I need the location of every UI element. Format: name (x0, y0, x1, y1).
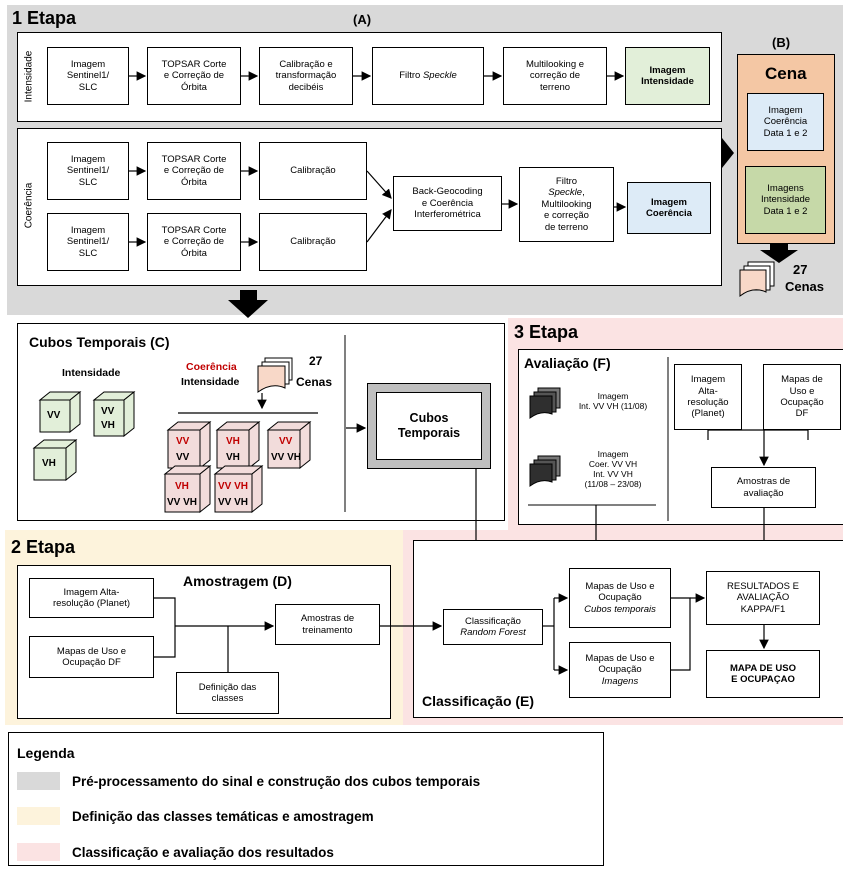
pink-cube-2-bottom: VH (226, 452, 240, 463)
intensity-step-topsar: TOPSAR Corte e Correção de Órbita (147, 47, 241, 105)
imagem-intensidade-box: Imagem Intensidade (625, 47, 710, 105)
etapa2-title: 2 Etapa (11, 537, 76, 557)
intensidade-side-label: Intensidade (23, 50, 35, 103)
legend-swatch-gray (17, 772, 60, 790)
cubos-intensidade-label: Intensidade (62, 367, 121, 379)
definicao-classes-box: Definição das classes (176, 672, 279, 714)
legend-item-gray: Pré-processamento do sinal e construção … (17, 772, 480, 790)
pink-cube-2-top: VH (226, 436, 240, 447)
pink-cube-3-bottom: VV VH (271, 452, 302, 463)
pink-cube-5-top: VV VH (218, 481, 249, 492)
etapa2-alta-res: Imagem Alta- resolução (Planet) (29, 578, 154, 618)
cubos-intensidade2-label: Intensidade (181, 376, 240, 388)
cena-intensidade-box: Imagens Intensidade Data 1 e 2 (745, 166, 826, 234)
cubos-coerencia-label: Coerência (186, 361, 237, 373)
green-cube-vh-label: VH (42, 458, 56, 469)
avaliacao-alta-res: Imagem Alta- resolução (Planet) (674, 364, 742, 430)
amostras-avaliacao-box: Amostras de avaliação (711, 467, 816, 508)
coherence-top-calibracao: Calibração (259, 142, 367, 200)
legend-text-yellow: Definição das classes temáticas e amostr… (72, 808, 374, 824)
coherence-bottom-imagem: Imagem Sentinel1/ SLC (47, 213, 129, 271)
etapa3-title: 3 Etapa (514, 322, 579, 342)
legend-swatch-pink (17, 843, 60, 861)
pink-cube-1-bottom: VV (176, 452, 190, 463)
coherence-bottom-topsar: TOPSAR Corte e Correção de Órbita (147, 213, 241, 271)
cubos-title: Cubos Temporais (C) (29, 334, 170, 350)
mapas-cubos-line1: Mapas de Uso e Ocupação (585, 580, 655, 604)
green-cube-vvvh-label-bottom: VH (101, 420, 115, 431)
pink-cube-5-bottom: VV VH (218, 497, 249, 508)
intensity-step-calibracao: Calibração e transformação decibéis (259, 47, 353, 105)
coherence-top-topsar: TOPSAR Corte e Correção de Órbita (147, 142, 241, 200)
cena-title: Cena (765, 64, 807, 83)
cubos-27-count: 27 (309, 354, 323, 368)
etapa2-mapas-df: Mapas de Uso e Ocupação DF (29, 636, 154, 678)
intensity-step-imagem: Imagem Sentinel1/ SLC (47, 47, 129, 105)
legend-item-yellow: Definição das classes temáticas e amostr… (17, 807, 374, 825)
green-cube-vv-label: VV (47, 410, 61, 421)
legend-text-pink: Classificação e avaliação dos resultados (72, 844, 334, 860)
backgeocoding-box: Back-Geocoding e Coerência Interferométr… (393, 176, 502, 231)
avaliacao-img2: Imagem Coer. VV VH Int. VV VH (11/08 – 2… (584, 448, 642, 490)
legend-text-gray: Pré-processamento do sinal e construção … (72, 773, 481, 789)
label-b: (B) (772, 35, 791, 50)
avaliacao-img1: Imagem Int. VV VH (11/08) (578, 390, 648, 411)
legend-title: Legenda (17, 745, 75, 761)
imagem-coerencia-box: Imagem Coerência (627, 182, 711, 234)
cubos-temporais-box: Cubos Temporais (376, 392, 482, 460)
classificacao-title: Classificação (E) (422, 693, 535, 709)
cena-27-count: 27 (793, 262, 808, 277)
amostragem-title: Amostragem (D) (183, 573, 292, 589)
cena-coerencia-box: Imagem Coerência Data 1 e 2 (747, 93, 824, 151)
cena-27-label: Cenas (785, 279, 825, 294)
amostras-treinamento-box: Amostras de treinamento (275, 604, 380, 645)
mapas-imagens-line2: Imagens (601, 675, 639, 687)
legend-panel (8, 732, 604, 866)
pink-cube-4-bottom: VV VH (167, 497, 198, 508)
intensity-step-multilooking: Multilooking e correção de terreno (503, 47, 607, 105)
legend-swatch-yellow (17, 807, 60, 825)
coherence-bottom-calibracao: Calibração (259, 213, 367, 271)
mapas-imagens-line1: Mapas de Uso e Ocupação (585, 652, 655, 676)
resultados-box: RESULTADOS E AVALIAÇÃO KAPPA/F1 (706, 571, 820, 625)
coherence-top-imagem: Imagem Sentinel1/ SLC (47, 142, 129, 200)
pink-cube-4-top: VH (175, 481, 189, 492)
intensity-step-filtro: Filtro Speckle (372, 47, 484, 105)
mapas-cubos-line2: Cubos temporais (584, 603, 656, 615)
legend-item-pink: Classificação e avaliação dos resultados (17, 843, 334, 861)
pink-cube-3-top: VV (279, 436, 293, 447)
green-cube-vvvh-label-top: VV (101, 406, 115, 417)
etapa1-title: 1 Etapa (12, 8, 77, 28)
label-a: (A) (353, 12, 372, 27)
avaliacao-title: Avaliação (F) (524, 355, 611, 371)
mapa-final-box: MAPA DE USO E OCUPAÇAO (706, 650, 820, 698)
rf-line2: Random Forest (460, 627, 526, 638)
cubos-27-label: Cenas (296, 375, 333, 389)
coerencia-side-label: Coerência (23, 182, 35, 229)
pink-cube-1-top: VV (176, 436, 190, 447)
avaliacao-mapas-df: Mapas de Uso e Ocupação DF (763, 364, 841, 430)
rf-line1: Classificação (465, 615, 521, 627)
